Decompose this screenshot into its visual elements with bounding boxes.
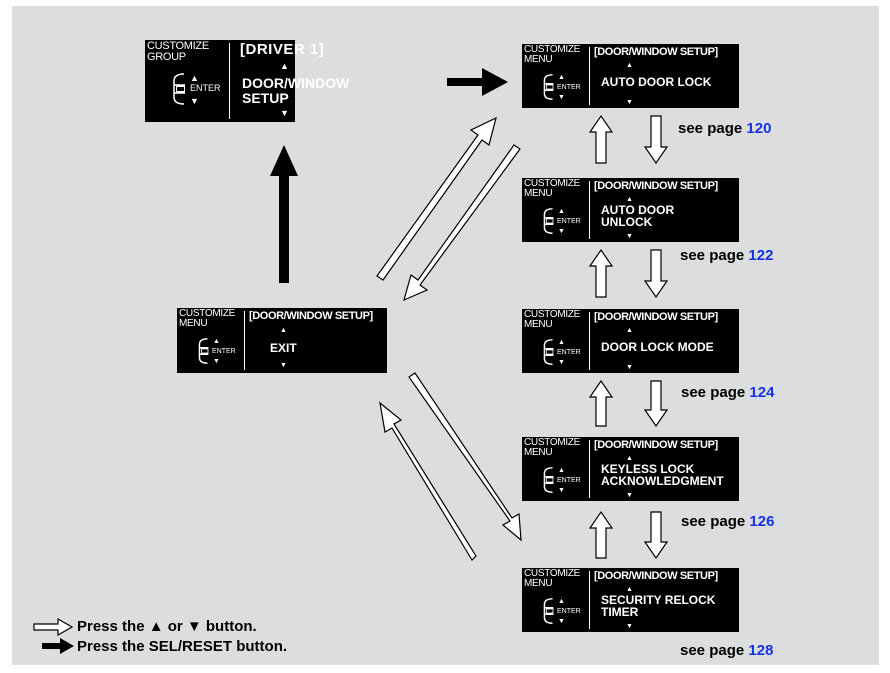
hollow-arrow-down-icon — [643, 380, 669, 428]
knob-up-icon: ▲ — [558, 598, 565, 605]
hollow-arrow-up-icon — [588, 248, 614, 298]
see-page-122: see page 122 — [680, 247, 774, 264]
knob-down-icon: ▼ — [558, 228, 565, 235]
screen-item: SECURITY RELOCK TIMER — [601, 593, 716, 619]
screen-header: [DOOR/WINDOW SETUP] — [594, 311, 718, 323]
menu-screen: CUSTOMIZE MENU ▲ ENTER ▼ [DOOR/WINDOW SE… — [522, 309, 739, 373]
knob-down-icon: ▼ — [558, 618, 565, 625]
see-page-126: see page 126 — [681, 513, 775, 530]
enter-label: ENTER — [212, 348, 236, 355]
menu-screen: CUSTOMIZE MENU ▲ ENTER ▼ [DOOR/WINDOW SE… — [522, 44, 739, 108]
selector-knob-icon — [543, 467, 554, 493]
customize-menu-label: CUSTOMIZE MENU — [524, 44, 581, 65]
scroll-down-icon: ▼ — [280, 108, 289, 118]
scroll-down-icon: ▼ — [626, 233, 633, 240]
scroll-down-icon: ▼ — [626, 492, 633, 499]
enter-label: ENTER — [557, 84, 581, 91]
hollow-arrow-up-icon — [588, 510, 614, 559]
solid-arrow-right-icon — [447, 68, 508, 96]
customize-menu-label: CUSTOMIZE MENU — [524, 309, 581, 330]
screen-item: DOOR/WINDOW SETUP — [242, 75, 350, 106]
screen-item: AUTO DOOR LOCK — [601, 75, 712, 89]
see-page-128: see page 128 — [680, 642, 774, 659]
menu-screen: CUSTOMIZE MENU ▲ ENTER ▼ [DOOR/WINDOW SE… — [522, 568, 739, 632]
screen-header: [DOOR/WINDOW SETUP] — [594, 439, 718, 451]
knob-up-icon: ▲ — [558, 208, 565, 215]
knob-up-icon: ▲ — [558, 74, 565, 81]
enter-label: ENTER — [557, 349, 581, 356]
scroll-up-icon: ▲ — [626, 327, 633, 334]
screen-item: AUTO DOOR UNLOCK — [601, 203, 675, 229]
customize-menu-label: CUSTOMIZE MENU — [524, 568, 581, 589]
screen-header: [DOOR/WINDOW SETUP] — [594, 570, 718, 582]
selector-knob-icon — [543, 339, 554, 365]
selector-knob-icon — [543, 208, 554, 234]
screen-header: [DOOR/WINDOW SETUP] — [594, 46, 718, 58]
knob-down-icon: ▼ — [213, 358, 220, 365]
customize-menu-label: CUSTOMIZE MENU — [524, 437, 581, 458]
enter-label: ENTER — [557, 218, 581, 225]
scroll-down-icon: ▼ — [626, 364, 633, 371]
screen-header: [DOOR/WINDOW SETUP] — [249, 310, 373, 322]
legend-hollow-text: Press the ▲ or ▼ button. — [77, 618, 257, 635]
selector-knob-icon — [198, 338, 209, 364]
scroll-down-icon: ▼ — [280, 362, 287, 369]
menu-screen: CUSTOMIZE MENU ▲ ENTER ▼ [DOOR/WINDOW SE… — [522, 178, 739, 242]
knob-up-icon: ▲ — [213, 338, 220, 345]
see-page-124: see page 124 — [681, 384, 775, 401]
knob-up-icon: ▲ — [558, 467, 565, 474]
screen-header: [DRIVER 1] — [240, 41, 325, 58]
screen-item: DOOR LOCK MODE — [601, 340, 714, 354]
hollow-arrow-down-icon — [643, 249, 669, 299]
legend-solid-arrow-icon — [42, 638, 74, 654]
screen-header: [DOOR/WINDOW SETUP] — [594, 180, 718, 192]
exit-screen: CUSTOMIZE MENU ▲ ENTER ▼ [DOOR/WINDOW SE… — [177, 308, 387, 373]
scroll-up-icon: ▲ — [626, 455, 633, 462]
hollow-arrow-diagonal-icon — [403, 144, 521, 302]
enter-label: ENTER — [190, 83, 221, 93]
knob-down-icon: ▼ — [190, 96, 199, 106]
scroll-down-icon: ▼ — [626, 99, 633, 106]
scroll-up-icon: ▲ — [626, 586, 633, 593]
hollow-arrow-up-icon — [588, 114, 614, 164]
hollow-arrow-diagonal-icon — [408, 372, 522, 542]
screen-item: KEYLESS LOCK ACKNOWLEDGMENT — [601, 462, 724, 488]
scroll-up-icon: ▲ — [626, 196, 633, 203]
hollow-arrow-down-icon — [643, 115, 669, 165]
enter-label: ENTER — [557, 477, 581, 484]
enter-label: ENTER — [557, 608, 581, 615]
solid-arrow-up-icon — [270, 145, 298, 283]
scroll-up-icon: ▲ — [280, 327, 287, 334]
screen-item: EXIT — [270, 341, 297, 355]
menu-screen: CUSTOMIZE MENU ▲ ENTER ▼ [DOOR/WINDOW SE… — [522, 437, 739, 501]
hollow-arrow-diagonal-icon — [379, 401, 477, 561]
see-page-120: see page 120 — [678, 120, 772, 137]
knob-up-icon: ▲ — [190, 73, 199, 83]
selector-knob-icon — [173, 73, 185, 105]
hollow-arrow-up-icon — [588, 379, 614, 427]
knob-down-icon: ▼ — [558, 487, 565, 494]
scroll-up-icon: ▲ — [280, 61, 289, 71]
selector-knob-icon — [543, 598, 554, 624]
hollow-arrow-down-icon — [643, 511, 669, 560]
knob-down-icon: ▼ — [558, 94, 565, 101]
hollow-arrow-diagonal-icon — [376, 116, 497, 281]
driver-group-screen: CUSTOMIZE GROUP ▲ ENTER ▼ [DRIVER 1] ▲ D… — [145, 40, 349, 122]
customize-menu-label: CUSTOMIZE MENU — [179, 308, 236, 329]
legend-solid-text: Press the SEL/RESET button. — [77, 638, 288, 655]
scroll-up-icon: ▲ — [626, 62, 633, 69]
knob-down-icon: ▼ — [558, 359, 565, 366]
selector-knob-icon — [543, 74, 554, 100]
customize-group-label: CUSTOMIZE GROUP — [147, 40, 209, 63]
knob-up-icon: ▲ — [558, 339, 565, 346]
customize-menu-label: CUSTOMIZE MENU — [524, 178, 581, 199]
scroll-down-icon: ▼ — [626, 623, 633, 630]
legend-hollow-arrow-icon — [33, 617, 74, 637]
